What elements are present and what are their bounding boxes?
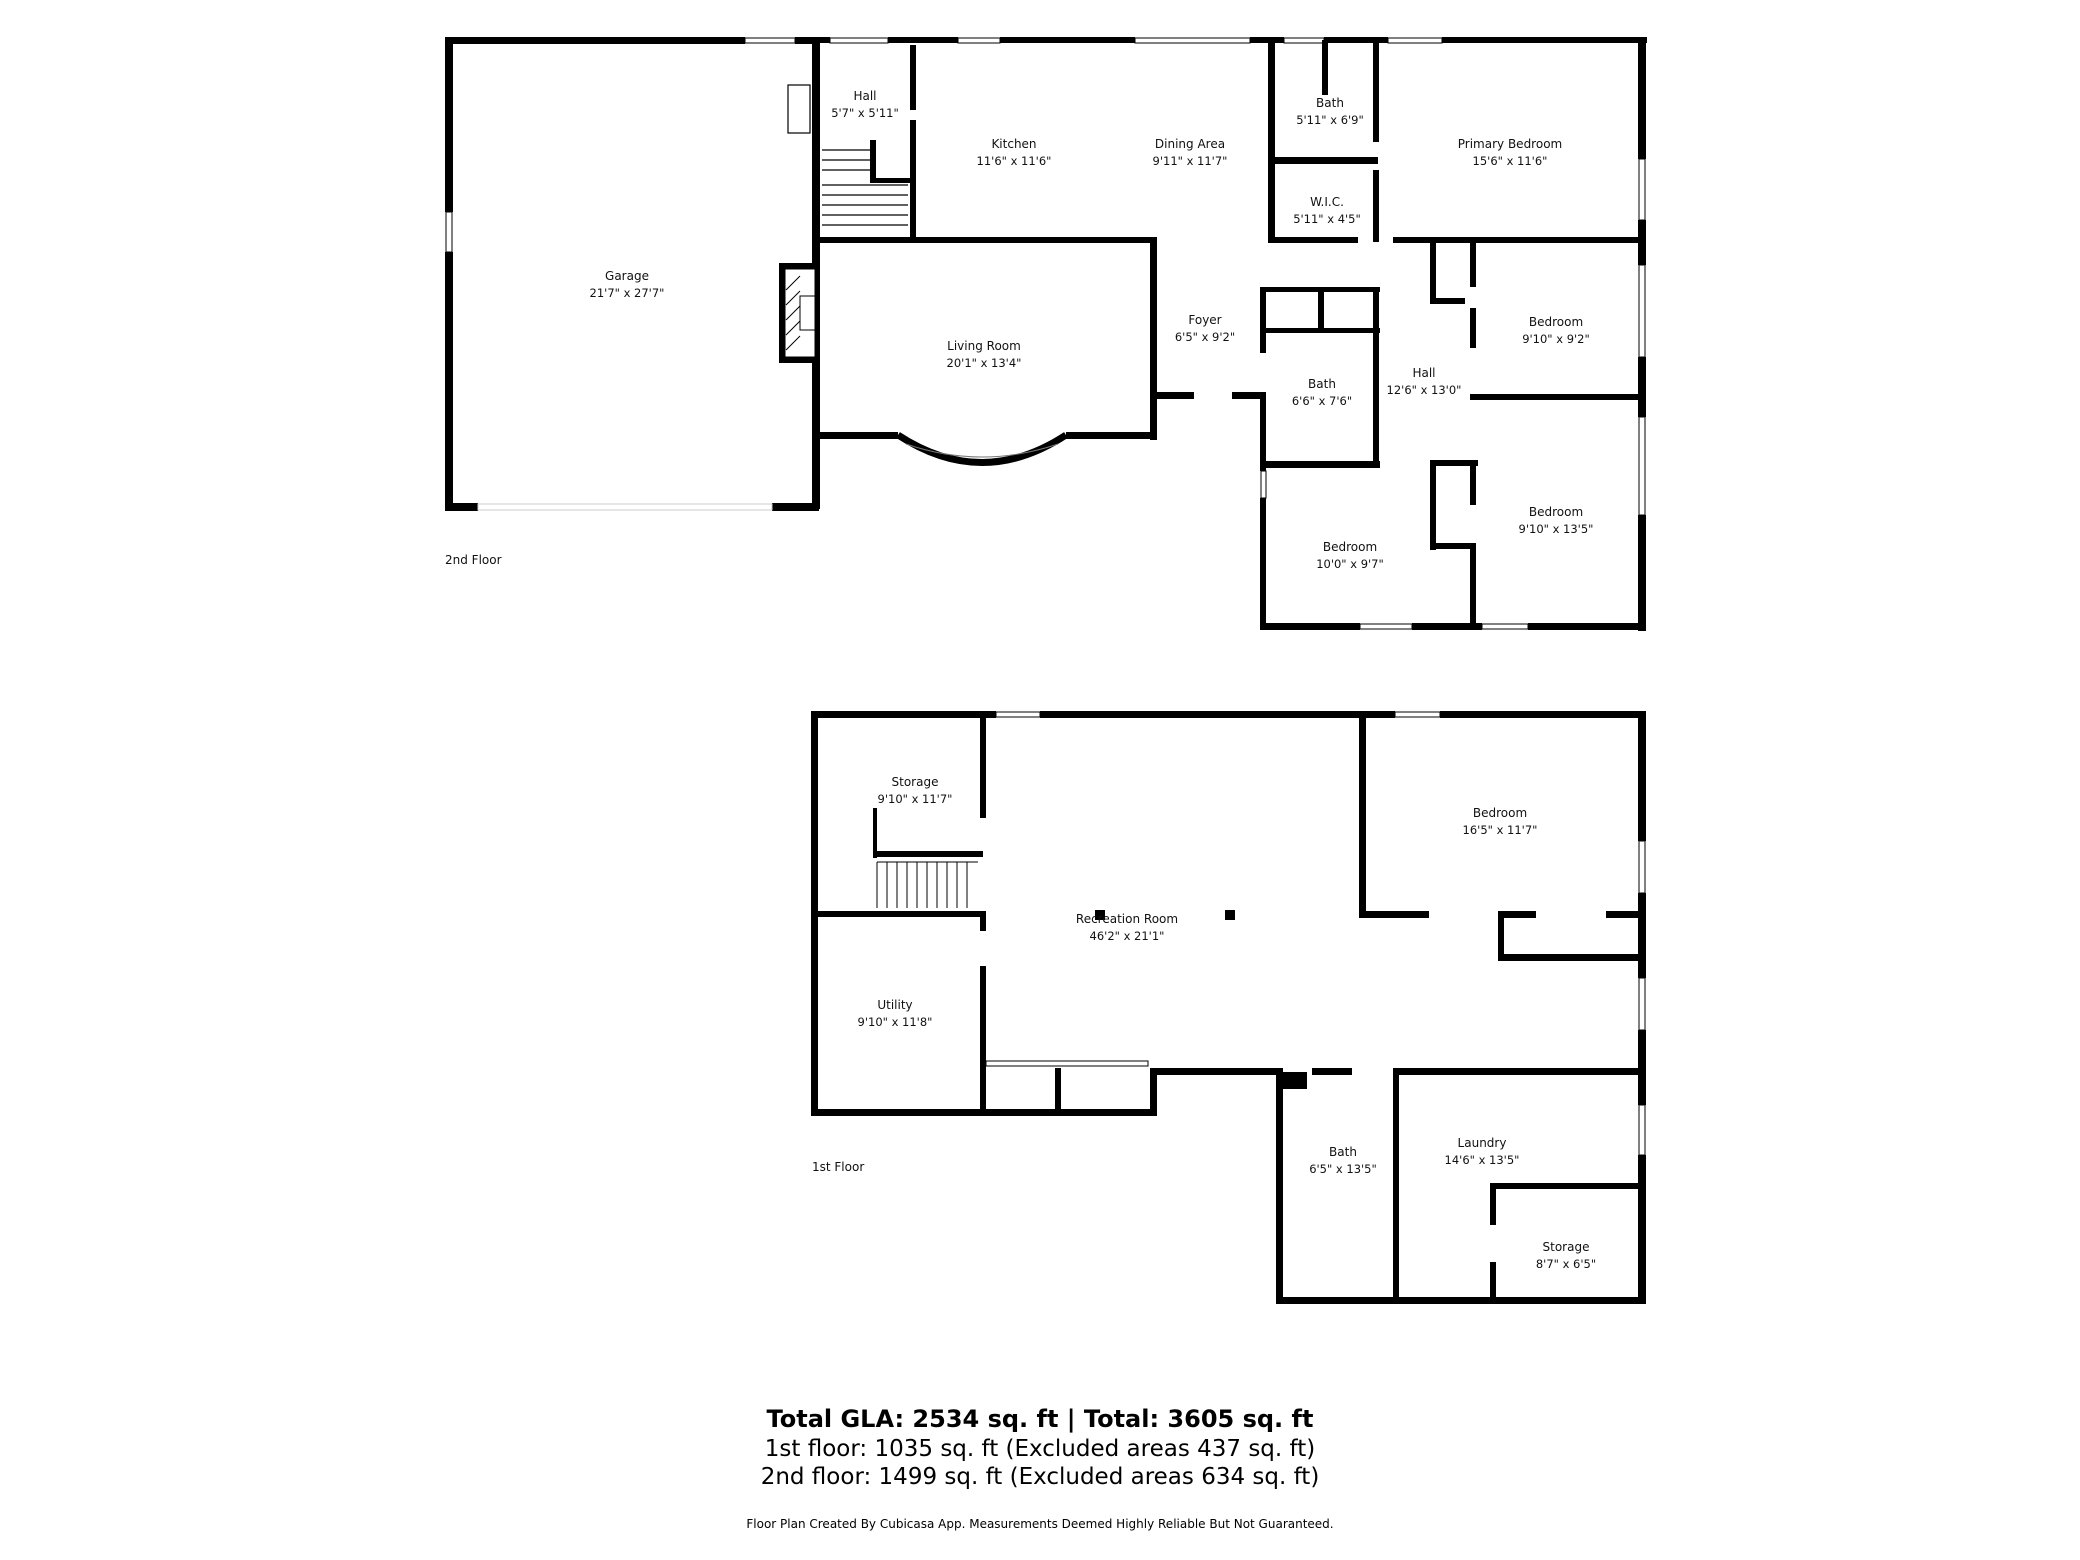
room-name: Laundry (1458, 1136, 1507, 1150)
first-floor-area: 1st floor: 1035 sq. ft (Excluded areas 4… (764, 1436, 1316, 1462)
room-name: Kitchen (991, 137, 1036, 151)
room-name: Utility (877, 998, 912, 1012)
room-name: Bath (1316, 96, 1344, 110)
room-name: Recreation Room (1076, 912, 1178, 926)
lower-stairs (876, 861, 978, 908)
floor-label-lower: 1st Floor (812, 1160, 864, 1174)
upper-room-labels: Garage 21'7" x 27'7" Hall 5'7" x 5'11" K… (590, 89, 1594, 571)
lower-room-labels: Storage 9'10" x 11'7" Bedroom 16'5" x 11… (858, 775, 1597, 1271)
room-dims: 6'5" x 13'5" (1309, 1162, 1377, 1176)
room-name: Foyer (1188, 313, 1221, 327)
room-dims: 9'10" x 11'7" (878, 792, 953, 806)
room-name: Storage (892, 775, 939, 789)
room-name: Dining Area (1155, 137, 1225, 151)
upper-floor-walls (445, 37, 1647, 631)
floor-label-upper: 2nd Floor (445, 553, 502, 567)
room-dims: 15'6" x 11'6" (1473, 154, 1548, 168)
room-name: Bedroom (1529, 505, 1583, 519)
total-area-summary: Total GLA: 2534 sq. ft | Total: 3605 sq.… (766, 1405, 1314, 1433)
room-name: Garage (605, 269, 649, 283)
room-dims: 5'7" x 5'11" (831, 106, 899, 120)
room-dims: 12'6" x 13'0" (1387, 383, 1462, 397)
room-name: Bedroom (1323, 540, 1377, 554)
disclaimer-text: Floor Plan Created By Cubicasa App. Meas… (746, 1517, 1334, 1531)
upper-floor-windows (445, 37, 1646, 630)
room-name: Bedroom (1473, 806, 1527, 820)
room-dims: 6'6" x 7'6" (1292, 394, 1352, 408)
room-dims: 6'5" x 9'2" (1175, 330, 1235, 344)
room-dims: 5'11" x 6'9" (1296, 113, 1364, 127)
room-name: Bedroom (1529, 315, 1583, 329)
room-name: Hall (853, 89, 876, 103)
room-name: Bath (1308, 377, 1336, 391)
room-name: Primary Bedroom (1458, 137, 1562, 151)
upper-stairs (787, 84, 908, 226)
room-dims: 9'10" x 11'8" (858, 1015, 933, 1029)
room-dims: 9'11" x 11'7" (1153, 154, 1228, 168)
room-dims: 16'5" x 11'7" (1463, 823, 1538, 837)
room-dims: 20'1" x 13'4" (947, 356, 1022, 370)
room-dims: 8'7" x 6'5" (1536, 1257, 1596, 1271)
room-dims: 9'10" x 13'5" (1519, 522, 1594, 536)
room-dims: 9'10" x 9'2" (1522, 332, 1590, 346)
room-dims: 21'7" x 27'7" (590, 286, 665, 300)
lower-floor-walls (811, 711, 1646, 1304)
room-dims: 11'6" x 11'6" (977, 154, 1052, 168)
room-name: Hall (1412, 366, 1435, 380)
fireplace-icon (784, 268, 816, 358)
room-name: Living Room (947, 339, 1021, 353)
room-dims: 46'2" x 21'1" (1090, 929, 1165, 943)
second-floor-area: 2nd floor: 1499 sq. ft (Excluded areas 6… (760, 1464, 1320, 1490)
room-dims: 14'6" x 13'5" (1445, 1153, 1520, 1167)
room-name: W.I.C. (1310, 195, 1344, 209)
lower-floor-windows (985, 711, 1646, 1156)
room-name: Bath (1329, 1145, 1357, 1159)
room-name: Storage (1543, 1240, 1590, 1254)
room-dims: 5'11" x 4'5" (1293, 212, 1361, 226)
room-dims: 10'0" x 9'7" (1316, 557, 1384, 571)
bay-window (896, 432, 1068, 466)
